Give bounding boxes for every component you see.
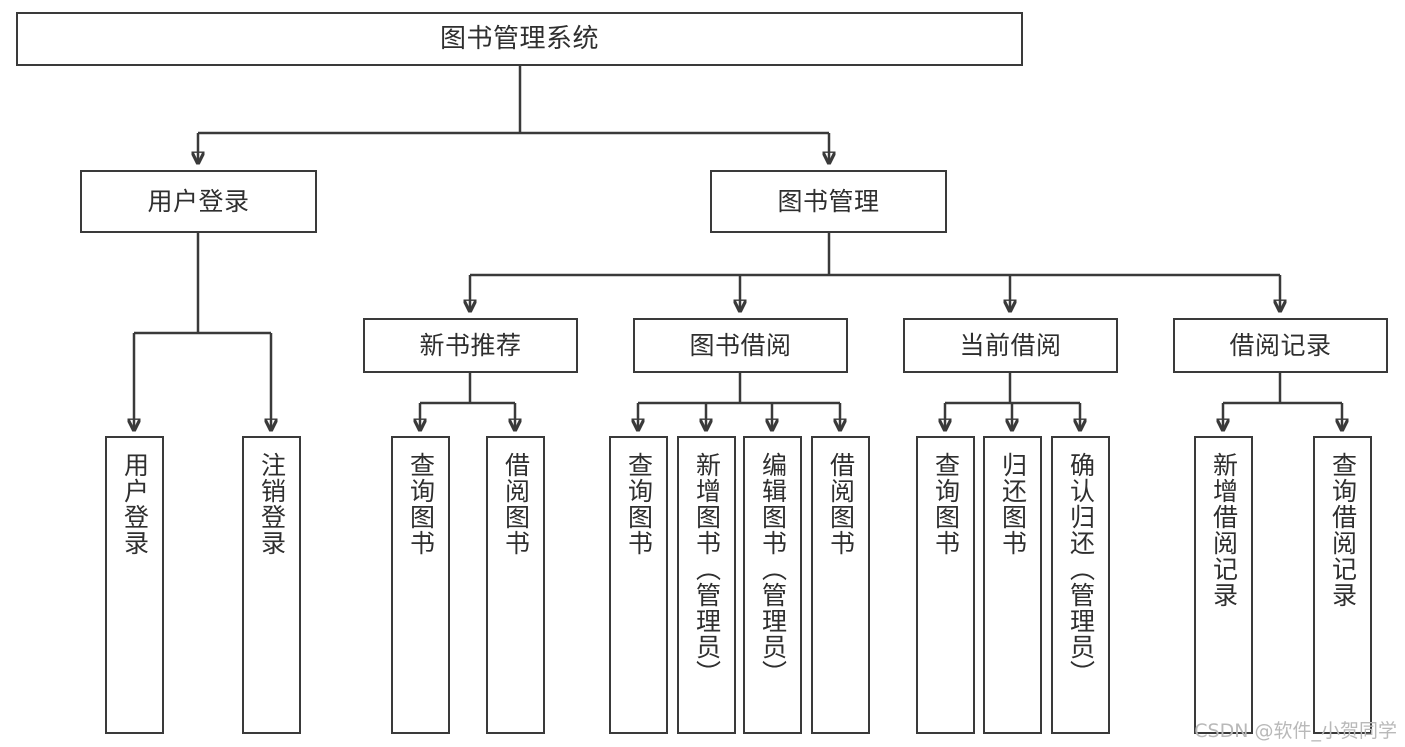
node-user-login[interactable]: 用户登录: [80, 170, 317, 233]
node-label: 借阅图书: [501, 452, 531, 556]
node-label: 查询图书: [624, 452, 654, 556]
node-label: 借阅图书: [826, 452, 856, 556]
node-leaf-add-record[interactable]: 新增借阅记录: [1194, 436, 1253, 734]
node-leaf-borrow-book-2[interactable]: 借阅图书: [811, 436, 870, 734]
node-label: 查询图书: [931, 452, 961, 556]
node-leaf-query-book-3[interactable]: 查询图书: [916, 436, 975, 734]
node-leaf-edit-book[interactable]: 编辑图书（管理员）: [743, 436, 802, 734]
node-label: 用户登录: [120, 452, 150, 556]
node-current-borrow[interactable]: 当前借阅: [903, 318, 1118, 373]
node-label: 借阅记录: [1229, 331, 1332, 360]
node-leaf-borrow-book-1[interactable]: 借阅图书: [486, 436, 545, 734]
node-label: 新书推荐: [419, 331, 522, 360]
node-leaf-query-book-1[interactable]: 查询图书: [391, 436, 450, 734]
node-label: 查询借阅记录: [1328, 452, 1358, 608]
node-leaf-logout[interactable]: 注销登录: [242, 436, 301, 734]
node-label: 图书借阅: [689, 331, 792, 360]
node-label: 注销登录: [257, 452, 287, 556]
watermark: CSDN @软件_小贺同学: [1194, 720, 1397, 742]
node-label: 归还图书: [998, 452, 1028, 556]
node-leaf-query-book-2[interactable]: 查询图书: [609, 436, 668, 734]
node-label: 编辑图书（管理员）: [758, 452, 788, 686]
node-leaf-user-login[interactable]: 用户登录: [105, 436, 164, 734]
node-leaf-query-record[interactable]: 查询借阅记录: [1313, 436, 1372, 734]
node-leaf-return-book[interactable]: 归还图书: [983, 436, 1042, 734]
node-label: 用户登录: [147, 187, 250, 216]
node-label: 图书管理: [777, 187, 880, 216]
node-leaf-confirm-return[interactable]: 确认归还（管理员）: [1051, 436, 1110, 734]
node-label: 新增借阅记录: [1209, 452, 1239, 608]
node-label: 查询图书: [406, 452, 436, 556]
node-book-borrow[interactable]: 图书借阅: [633, 318, 848, 373]
node-new-book-recommend[interactable]: 新书推荐: [363, 318, 578, 373]
node-root-system[interactable]: 图书管理系统: [16, 12, 1023, 66]
node-borrow-record[interactable]: 借阅记录: [1173, 318, 1388, 373]
node-label: 图书管理系统: [439, 23, 599, 54]
node-label: 确认归还（管理员）: [1066, 452, 1096, 686]
node-leaf-add-book[interactable]: 新增图书（管理员）: [677, 436, 736, 734]
node-label: 当前借阅: [959, 331, 1062, 360]
node-book-management[interactable]: 图书管理: [710, 170, 947, 233]
node-label: 新增图书（管理员）: [692, 452, 722, 686]
